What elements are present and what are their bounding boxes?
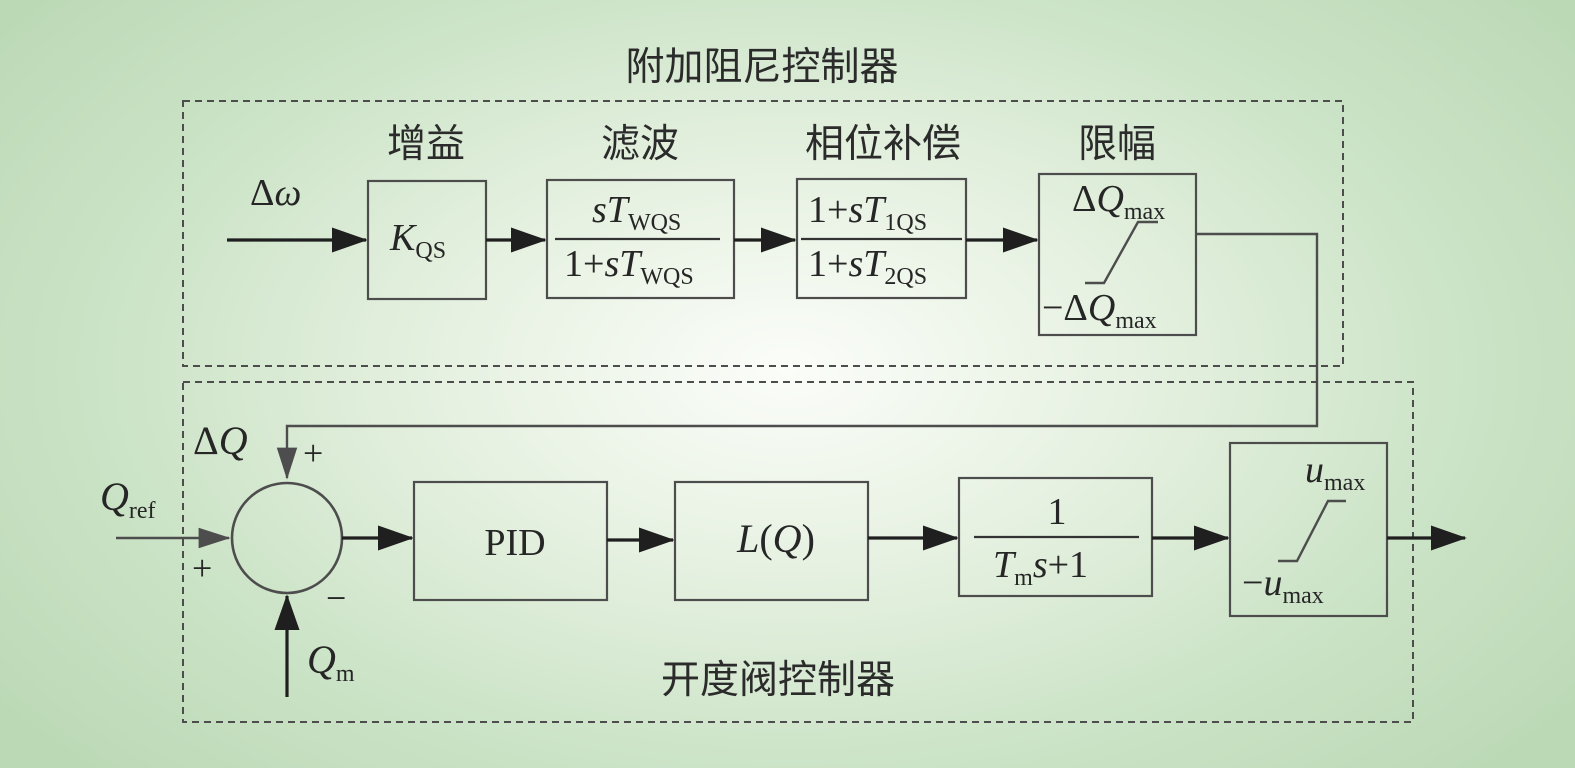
limiter-label: 限幅: [1078, 122, 1156, 167]
q-ref-label: Qref: [100, 474, 156, 524]
filter-numerator: sTWQS: [592, 189, 681, 236]
saturation-block: [1228, 441, 1389, 618]
phase-compensation-label: 相位补偿: [805, 122, 961, 167]
valve-controller-title: 开度阀控制器: [661, 658, 895, 703]
limiter-block: [1037, 172, 1198, 337]
gain-transfer-function: KQS: [389, 217, 446, 264]
saturation-upper-bound: umax: [1305, 449, 1365, 496]
saturation-lower-bound: −umax: [1242, 562, 1324, 609]
damping-controller-frame: [182, 100, 1344, 367]
sign-top-plus: +: [303, 433, 323, 473]
lag-numerator: 1: [1048, 491, 1067, 533]
filter-label: 滤波: [601, 122, 679, 167]
gain-label: 增益: [387, 122, 465, 167]
damping-controller-title: 附加阻尼控制器: [625, 45, 898, 90]
lag-denominator: Tms+1: [993, 544, 1088, 591]
sign-bottom-minus: −: [326, 578, 346, 618]
lq-label: L(Q): [736, 516, 815, 561]
sign-left-plus: +: [192, 548, 212, 588]
saturation-curve: [1278, 499, 1346, 563]
valve-controller-frame: [182, 381, 1414, 723]
pid-label: PID: [484, 522, 545, 564]
limiter-saturation-curve: [1085, 220, 1158, 285]
phase-denominator: 1+sT2QS: [808, 243, 927, 290]
phase-numerator: 1+sT1QS: [808, 189, 927, 236]
summing-junction: [230, 481, 344, 595]
lq-block: [673, 480, 870, 602]
filter-denominator: 1+sTWQS: [564, 243, 694, 290]
delta-q-signal-label: ΔQ: [193, 418, 248, 463]
damping-output-wire: [276, 232, 1319, 480]
limiter-lower-bound: −ΔQmax: [1042, 287, 1157, 334]
input-delta-omega: Δω: [250, 172, 301, 214]
limiter-upper-bound: ΔQmax: [1072, 178, 1165, 225]
q-m-label: Qm: [307, 637, 355, 687]
